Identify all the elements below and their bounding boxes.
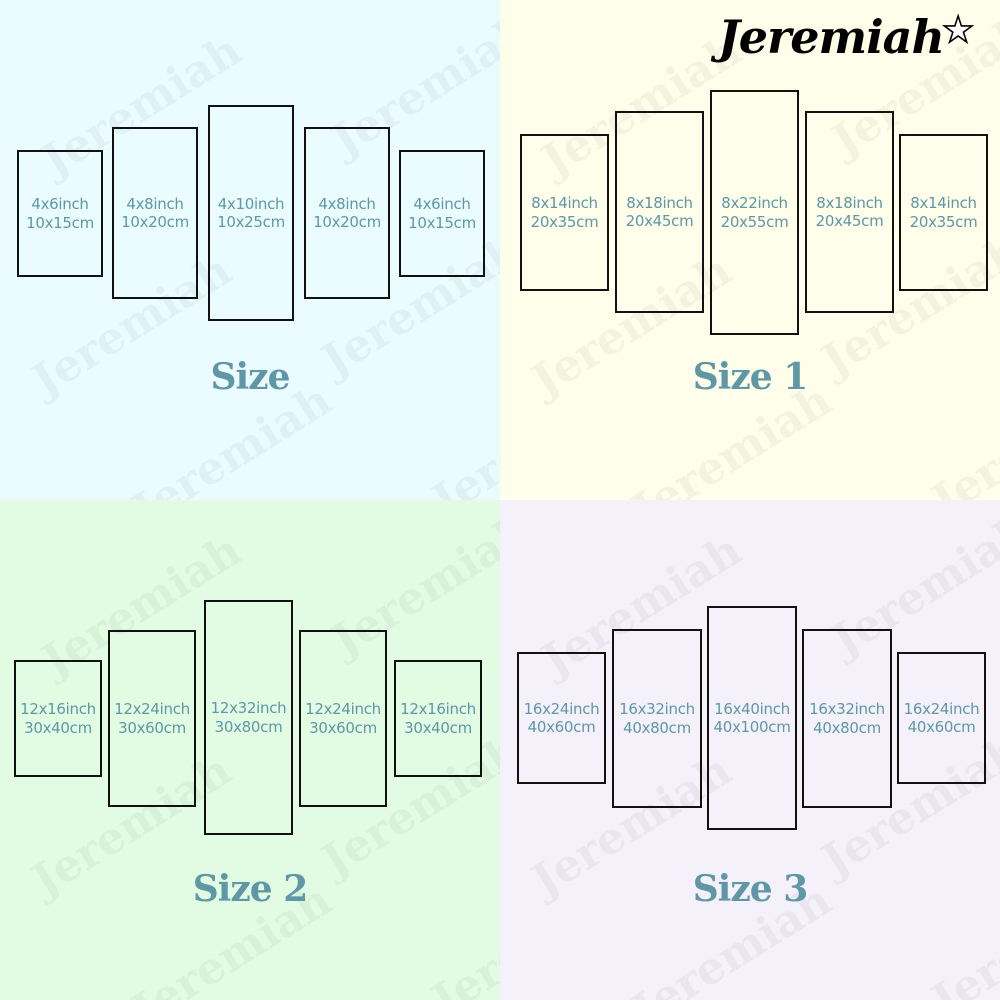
size-2-quadrant: JeremiahJeremiahJeremiahJeremiahJeremiah…	[0, 500, 500, 1000]
panel-size-cm: 40x60cm	[907, 718, 976, 736]
panel-size-inch: 16x24inch	[523, 699, 600, 718]
panel-size-cm: 30x40cm	[24, 718, 92, 737]
panel-size-inch: 4x10inch	[217, 194, 285, 213]
panel-size-cm: 20x35cm	[909, 212, 978, 231]
panel-size-inch: 16x40inch	[714, 699, 790, 718]
panel-size-inch: 8x22inch	[721, 194, 788, 213]
size-3-quadrant: JeremiahJeremiahJeremiahJeremiahJeremiah…	[500, 500, 1000, 1000]
panel-size-inch: 4x8inch	[126, 194, 184, 213]
panel-size-inch: 16x24inch	[903, 699, 980, 718]
panel-size-inch: 4x6inch	[413, 195, 471, 214]
panel-size-inch: 12x24inch	[114, 700, 190, 719]
panel-size-cm: 20x45cm	[625, 212, 694, 230]
panel-size-inch: 8x14inch	[910, 194, 977, 213]
panel-size-cm: 20x35cm	[530, 212, 599, 231]
panel-size-inch: 4x8inch	[318, 194, 376, 213]
panel-size-inch: 16x32inch	[619, 700, 695, 719]
panel-size-cm: 10x20cm	[313, 213, 381, 231]
panel-size-inch: 12x32inch	[210, 699, 287, 718]
size-label: Size 3	[692, 868, 809, 910]
panel-size-cm: 40x60cm	[527, 718, 596, 736]
panel-size-inch: 4x6inch	[31, 195, 89, 214]
size-label: Size 1	[692, 356, 809, 398]
panel-size-inch: 12x16inch	[400, 700, 476, 719]
panel-size-cm: 20x45cm	[815, 212, 884, 230]
panel-size-cm: 30x60cm	[309, 718, 377, 737]
size-label: Size 2	[192, 868, 309, 910]
panel-size-cm: 30x80cm	[214, 717, 283, 736]
panel-size-inch: 8x14inch	[531, 194, 598, 213]
panel-size-cm: 20x55cm	[720, 212, 789, 231]
panel-size-inch: 12x24inch	[305, 700, 381, 719]
panel-size-cm: 10x25cm	[217, 213, 285, 231]
size-quadrant: JeremiahJeremiahJeremiahJeremiahJeremiah…	[0, 0, 500, 500]
size-label: Size	[210, 356, 290, 398]
brand-logo: Jeremiah ★	[718, 8, 975, 66]
size-1-quadrant: JeremiahJeremiahJeremiahJeremiahJeremiah…	[500, 0, 1000, 500]
panel-size-inch: 8x18inch	[816, 193, 883, 212]
panel-size-cm: 30x40cm	[404, 718, 472, 737]
panel-size-inch: 16x32inch	[809, 700, 885, 719]
panel-size-inch: 12x16inch	[20, 700, 96, 719]
panel-size-cm: 30x60cm	[118, 718, 186, 737]
brand-name: Jeremiah	[718, 10, 945, 64]
panel-size-cm: 40x80cm	[623, 718, 691, 737]
panel-size-cm: 10x15cm	[26, 213, 94, 232]
panel-size-cm: 10x20cm	[121, 213, 189, 231]
panel-size-cm: 10x15cm	[408, 213, 476, 232]
star-icon: ★	[941, 9, 975, 52]
panel-size-cm: 40x100cm	[713, 718, 791, 736]
panel-size-inch: 8x18inch	[626, 193, 693, 212]
panel-size-cm: 40x80cm	[813, 718, 881, 737]
